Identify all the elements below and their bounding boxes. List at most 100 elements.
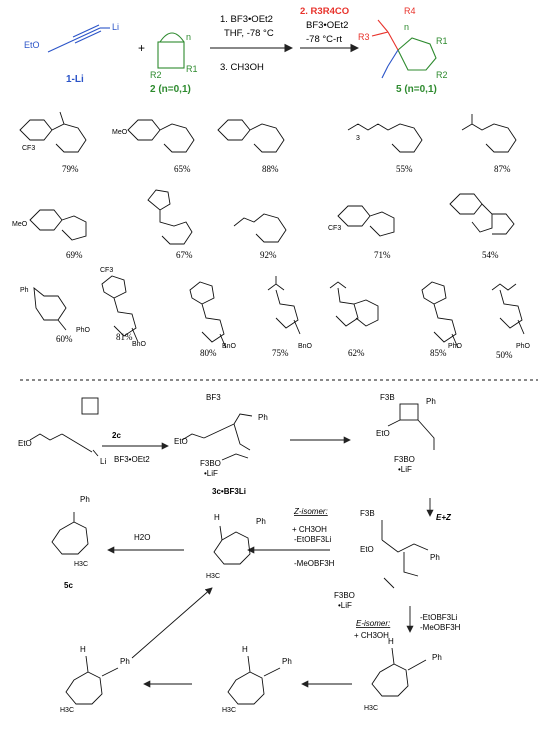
mech-f3b-2: F3B	[360, 509, 375, 518]
mech-ph-2: Ph	[426, 397, 436, 406]
product-5	[371, 19, 437, 79]
mech-ph-mid: Ph	[256, 517, 266, 526]
mech-ph-1: Ph	[258, 413, 268, 422]
yield-r3-1: 60%	[56, 334, 73, 344]
compound-r3-6	[421, 281, 459, 349]
label-cf3-r1: CF3	[22, 145, 35, 152]
oxetane-2	[157, 32, 185, 69]
mech-water: H2O	[134, 533, 150, 542]
mech-h3c-bm: H3C	[222, 707, 236, 714]
mech-z-step1: + CH3OH	[292, 525, 327, 534]
compound-r3-7	[491, 283, 525, 335]
mechanism-bonds	[29, 397, 435, 705]
reagent1-li: Li	[112, 22, 119, 32]
product-r2: R2	[436, 70, 448, 80]
yield-r3-5: 62%	[348, 348, 365, 358]
mech-ph-3: Ph	[430, 553, 440, 562]
mech-ez-label: E+Z	[436, 513, 452, 522]
mech-eto-3: EtO	[376, 429, 390, 438]
compound-r3-1	[33, 286, 67, 331]
yield-r1-4: 55%	[396, 164, 413, 174]
mech-lif-2: •LiF	[398, 465, 412, 474]
mech-ph-bl: Ph	[120, 657, 130, 666]
yield-r1-3: 88%	[262, 164, 279, 174]
condition-step2b: BF3•OEt2	[306, 20, 348, 31]
condition-step1b: THF, -78 °C	[224, 28, 274, 39]
mech-h3c-5c: H3C	[74, 561, 88, 568]
product-label: 5 (n=0,1)	[396, 84, 437, 95]
mech-eto: EtO	[18, 439, 32, 448]
mech-intermediate-label: 3c•BF3Li	[212, 487, 246, 496]
mech-h-bl: H	[80, 645, 86, 654]
mech-eto-2: EtO	[174, 437, 188, 446]
yield-r2-2: 67%	[176, 250, 193, 260]
compound-r2-1	[29, 209, 87, 241]
mech-e-title: E-isomer:	[356, 619, 390, 628]
mech-f3bo-3: F3BO	[334, 591, 355, 600]
label-bno-r3-2: BnO	[222, 343, 237, 350]
mech-h3c-bl: H3C	[60, 707, 74, 714]
yield-r1-1: 79%	[62, 164, 79, 174]
mech-lif-1: •LiF	[204, 469, 218, 478]
condition-step1a: 1. BF3•OEt2	[220, 14, 273, 25]
mech-lif-3: •LiF	[338, 601, 352, 610]
yield-r1-2: 65%	[174, 164, 191, 174]
label-pho-r3-1: PhO	[76, 327, 91, 334]
product-r4: R4	[404, 6, 416, 16]
mech-e-step3: -MeOBF3H	[420, 623, 461, 632]
label-cf3-r3: CF3	[100, 267, 113, 274]
reagent1-eto: EtO	[24, 40, 40, 50]
compound-r1-5	[461, 114, 517, 153]
label-ph-r3: Ph	[20, 287, 29, 294]
mech-li: Li	[100, 457, 106, 466]
mech-f3b-1: F3B	[380, 393, 395, 402]
plus-sign: +	[138, 41, 145, 55]
mech-z-step2: -EtOBF3Li	[294, 535, 332, 544]
label-pho-r3-3: PhO	[516, 343, 531, 350]
label-cf3-r2: CF3	[328, 225, 341, 232]
yield-r3-3: 80%	[200, 348, 217, 358]
compound-r2-4	[337, 205, 395, 237]
mech-z-title: Z-isomer:	[293, 507, 328, 516]
yield-r3-4: 75%	[272, 348, 289, 358]
condition-step2c: -78 °C-rt	[306, 34, 342, 45]
compound-r3-4	[267, 276, 301, 335]
yield-r2-5: 54%	[482, 250, 499, 260]
general-reaction	[47, 19, 437, 79]
compound-r2-2	[147, 189, 193, 245]
scope-structures	[19, 111, 525, 349]
compound-r3-2	[101, 275, 139, 343]
mech-h-bm: H	[242, 645, 248, 654]
mech-ph-5c: Ph	[80, 495, 90, 504]
mech-ph-br: Ph	[432, 653, 442, 662]
condition-step2: 2. R3R4CO	[300, 6, 349, 17]
yield-r3-7: 50%	[496, 350, 513, 360]
label-meo-r1: MeO	[112, 129, 128, 136]
ynolate-1li	[47, 24, 110, 53]
mech-ph-bm: Ph	[282, 657, 292, 666]
compound-r1-1	[19, 111, 87, 153]
label-meo-r2: MeO	[12, 221, 28, 228]
reagent2-label: 2 (n=0,1)	[150, 84, 191, 95]
reagent2-r1: R1	[186, 64, 198, 74]
label-pho-r3-2: PhO	[448, 343, 463, 350]
yield-r2-4: 71%	[374, 250, 391, 260]
mech-z-step3: -MeOBF3H	[294, 559, 335, 568]
reagent2-n: n	[186, 32, 191, 42]
mech-bf3-top: BF3	[206, 393, 221, 402]
yield-r2-3: 92%	[260, 250, 277, 260]
product-n: n	[404, 22, 409, 32]
label-bno-r3-1: BnO	[132, 341, 147, 348]
mech-f3bo-2: F3BO	[394, 455, 415, 464]
compound-r1-2	[127, 119, 195, 153]
reagent2-r2: R2	[150, 70, 162, 80]
product-r1: R1	[436, 36, 448, 46]
yield-r3-6: 85%	[430, 348, 447, 358]
compound-r3-3	[189, 281, 227, 349]
mech-catalyst: BF3•OEt2	[114, 455, 150, 464]
mech-h3c-br: H3C	[364, 705, 378, 712]
mech-h-br: H	[388, 637, 394, 646]
mech-f3bo-1: F3BO	[200, 459, 221, 468]
yield-r1-5: 87%	[494, 164, 511, 174]
product-r3: R3	[358, 32, 370, 42]
